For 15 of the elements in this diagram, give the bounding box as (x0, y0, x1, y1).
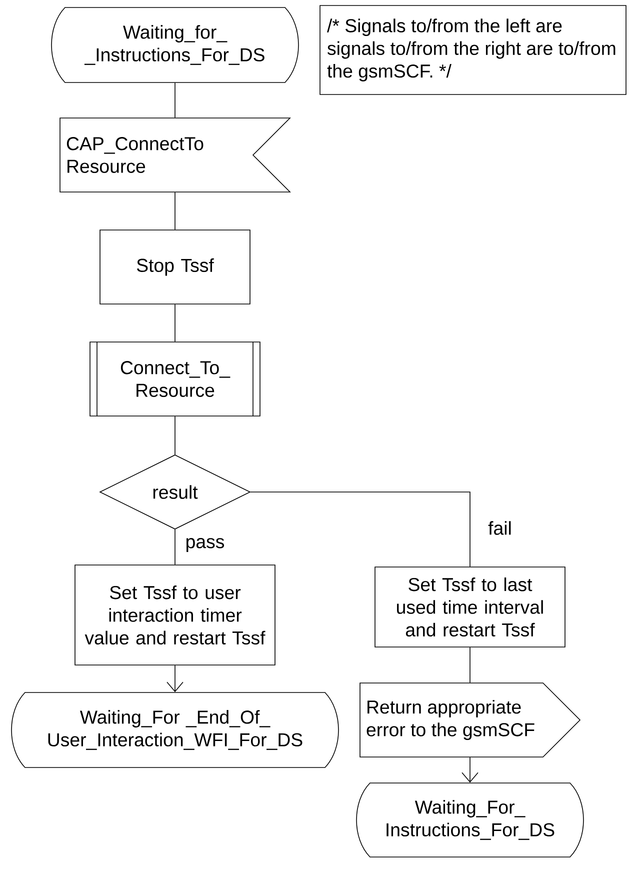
task-box: Stop Tssf (100, 230, 250, 304)
flow-line (174, 304, 176, 342)
flow-line (250, 492, 470, 567)
flow-line (174, 529, 176, 565)
comment-box: /* Signals to/from the left are signals to/from the right are to/from the gsmSCF. */ (320, 5, 626, 95)
flow-line (174, 192, 176, 230)
flow-line (174, 416, 176, 455)
procedure-call-box: Connect_To_ Resource (90, 342, 260, 416)
edge-label: pass (184, 536, 226, 554)
flow-line (462, 757, 478, 783)
flow-line (166, 665, 184, 692)
flow-line (174, 82, 176, 118)
task-box: Set Tssf to user interaction timer value and restart Tssf (74, 564, 276, 666)
task-box: Set Tssf to last used time interval and restart Tssf (374, 566, 566, 648)
edge-label: fail (486, 520, 514, 536)
